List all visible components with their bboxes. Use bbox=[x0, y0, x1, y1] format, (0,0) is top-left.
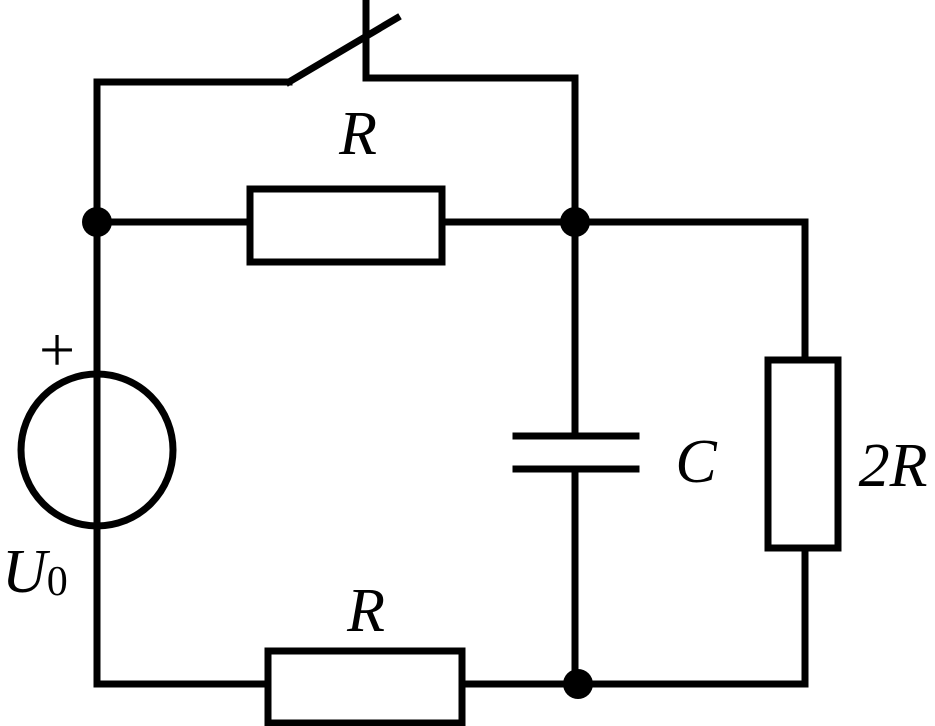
bottom-resistor bbox=[264, 647, 466, 726]
top-resistor bbox=[246, 185, 446, 266]
junction-node-left bbox=[82, 207, 112, 237]
junction-node-bottom-right bbox=[563, 669, 593, 699]
source-label: U0 bbox=[2, 538, 68, 606]
top-resistor-label: R bbox=[338, 100, 377, 168]
source-label-symbol: U bbox=[2, 538, 51, 606]
source-plus-sign: + bbox=[39, 314, 75, 385]
switch-branch-left-wire bbox=[93, 78, 293, 226]
right-resistor-2r bbox=[764, 356, 842, 552]
capacitor-label: C bbox=[675, 428, 717, 496]
right-branch-bottom-wire bbox=[571, 544, 809, 688]
junction-node-top-right bbox=[560, 207, 590, 237]
right-resistor-label: 2R bbox=[859, 432, 928, 500]
source-label-subscript: 0 bbox=[47, 559, 68, 605]
bottom-left-wire bbox=[93, 522, 272, 688]
bottom-resistor-label: R bbox=[346, 577, 385, 645]
switch-branch-right-wire bbox=[362, 0, 579, 226]
switch-blade bbox=[284, 13, 402, 87]
right-branch-top-wire bbox=[571, 218, 809, 364]
